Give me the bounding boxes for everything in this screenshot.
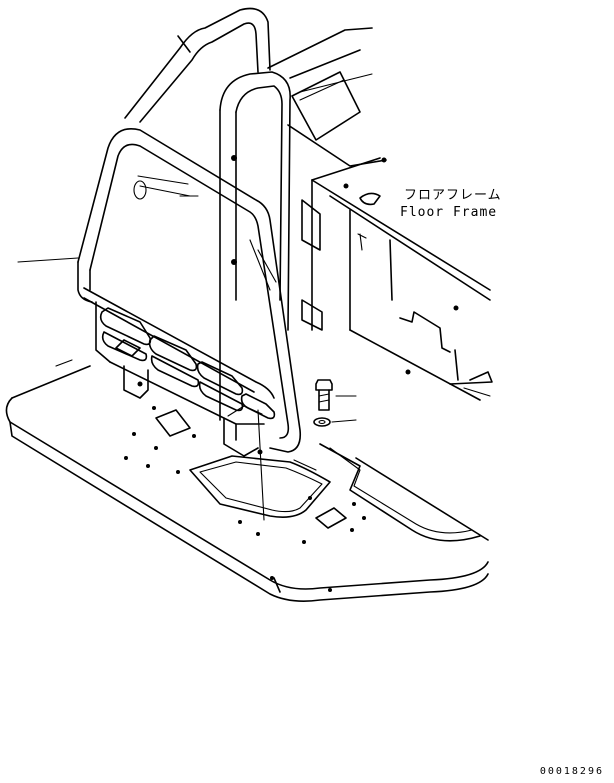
rear-post (219, 71, 291, 421)
step-plate (5, 365, 489, 602)
leader-lines (17, 73, 373, 423)
washer (313, 417, 331, 427)
bolt (315, 379, 333, 411)
floor-frame-label-en: Floor Frame (400, 205, 497, 220)
upper-handrail (124, 7, 271, 200)
floor-frame (267, 27, 493, 401)
front-handrail (77, 128, 302, 521)
floor-frame-label-jp: フロアフレーム (404, 188, 502, 203)
drawing-number: 00018296 (540, 766, 604, 777)
